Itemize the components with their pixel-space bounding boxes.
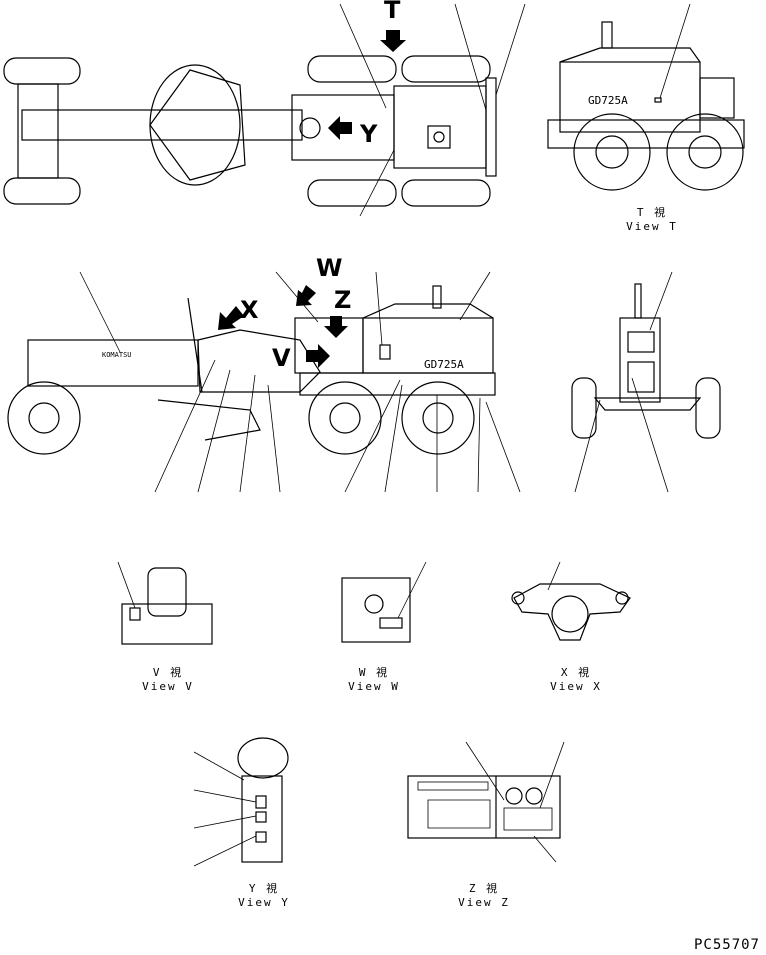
marker-y: Y <box>360 120 378 148</box>
view-w-drawing <box>341 561 427 643</box>
front-view <box>571 271 721 493</box>
view-x-jp: X 視 <box>560 666 592 679</box>
view-x-en: View X <box>550 680 602 693</box>
view-t-drawing <box>547 3 745 191</box>
marker-w: W <box>316 254 343 282</box>
view-z-en: View Z <box>458 896 510 909</box>
view-y-en: View Y <box>238 896 290 909</box>
view-x-caption: X 視 View X <box>516 664 636 693</box>
view-z-caption: Z 視 View Z <box>424 880 544 909</box>
drawing-code: PC55707 <box>693 937 760 953</box>
marker-v: V <box>272 344 291 372</box>
top-view <box>3 3 526 217</box>
view-t-caption: T 視 View T <box>592 204 712 233</box>
view-v-caption: V 視 View V <box>108 664 228 693</box>
view-y-caption: Y 視 View Y <box>204 880 324 909</box>
view-t-jp: T 視 <box>636 206 668 219</box>
marker-x: X <box>240 296 259 324</box>
marker-z: Z <box>334 286 352 314</box>
view-v-jp: V 視 <box>152 666 184 679</box>
view-x-drawing <box>511 561 631 641</box>
view-v-en: View V <box>142 680 194 693</box>
side-view <box>7 271 521 493</box>
view-z-drawing <box>407 741 565 863</box>
brand-label: KOMATSU <box>102 351 132 359</box>
view-t-en: View T <box>626 220 678 233</box>
model-label-side: GD725A <box>424 358 464 371</box>
view-y-jp: Y 視 <box>248 882 280 895</box>
view-v-drawing <box>117 561 213 645</box>
view-w-jp: W 視 <box>358 666 390 679</box>
view-z-jp: Z 視 <box>468 882 500 895</box>
view-y-drawing <box>193 737 289 867</box>
model-label-top: GD725A <box>588 94 628 107</box>
view-w-caption: W 視 View W <box>314 664 434 693</box>
view-w-en: View W <box>348 680 400 693</box>
marker-t: T <box>384 0 401 24</box>
